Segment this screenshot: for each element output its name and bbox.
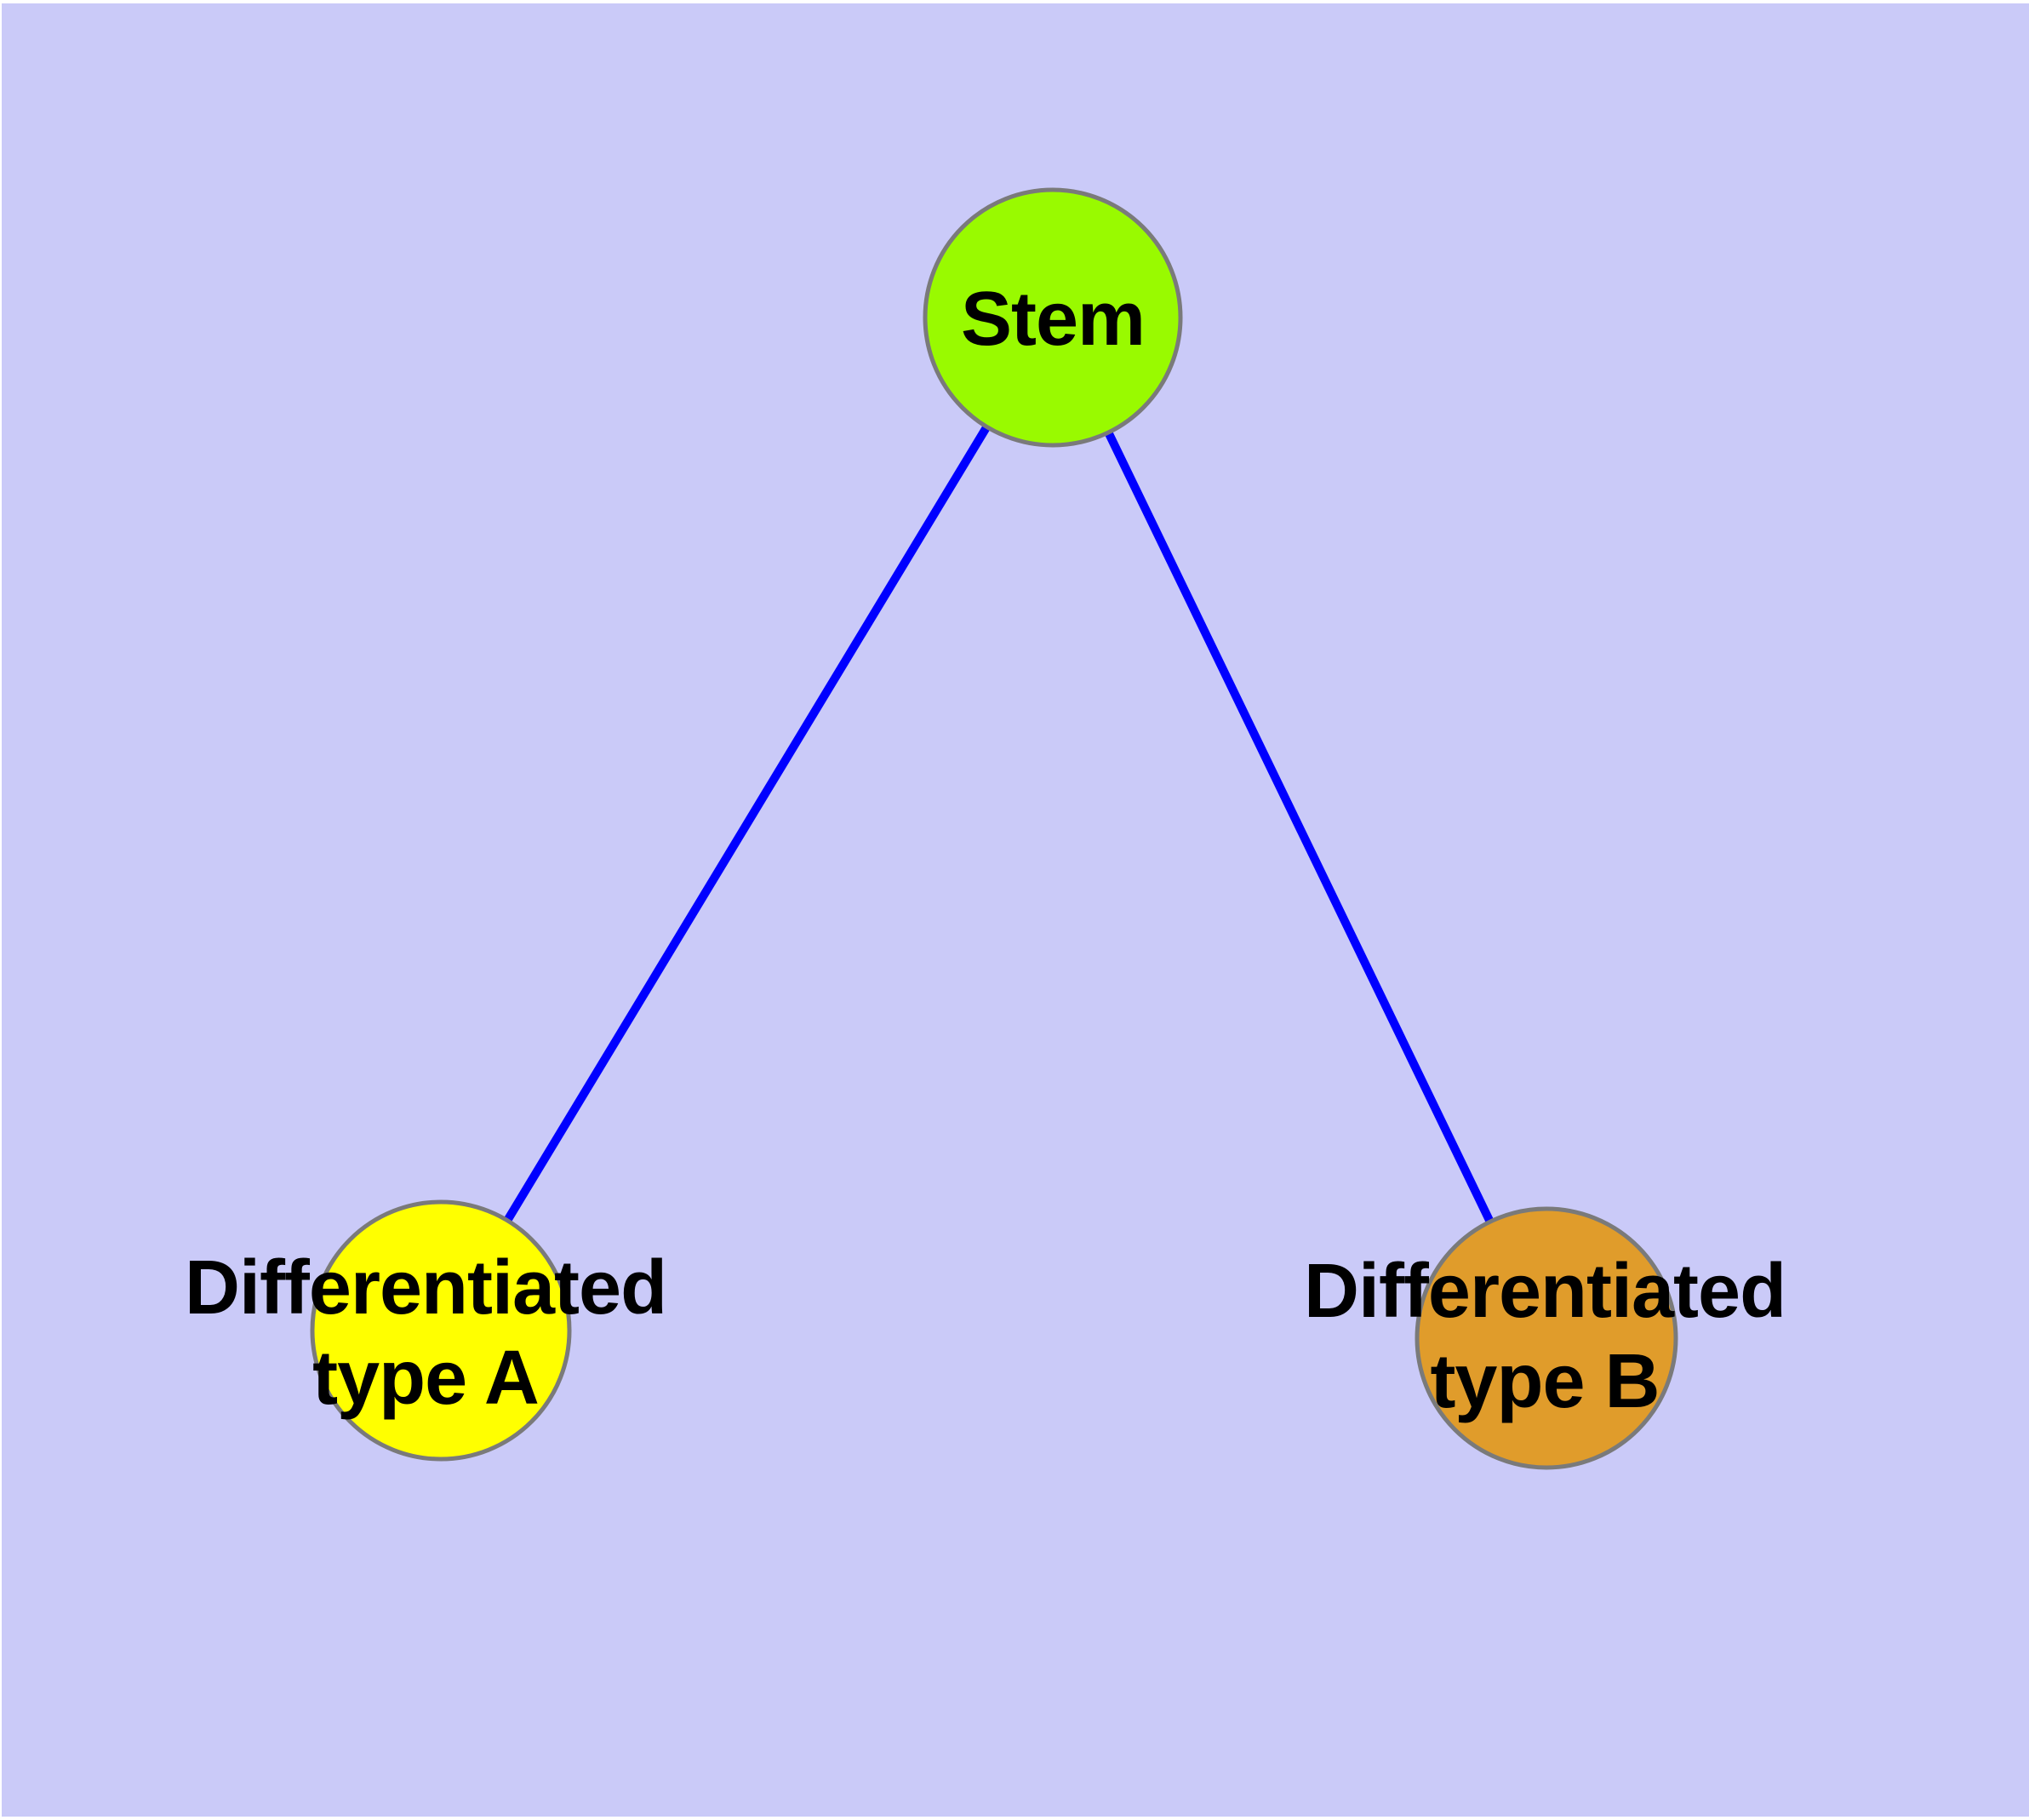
stem-node-label: Stem — [960, 277, 1146, 362]
graph-svg — [2, 3, 2029, 1817]
edge-stem-to-type-a — [437, 315, 1057, 1333]
edge-stem-to-type-b — [1049, 315, 1551, 1341]
type-a-label-line2: type A — [312, 1336, 540, 1421]
type-b-label-line2: type B — [1430, 1339, 1660, 1424]
type-b-label-line1: Differentiated — [1303, 1249, 1786, 1334]
differentiated-type-a-node-label: Differentiated type A — [184, 1243, 667, 1423]
type-a-label-line1: Differentiated — [184, 1245, 667, 1331]
differentiated-type-a-node — [310, 1199, 572, 1462]
differentiated-type-b-node — [1415, 1206, 1678, 1470]
stem-node — [923, 187, 1183, 448]
diagram-canvas: Stem Differentiated type A Differentiate… — [2, 3, 2029, 1817]
differentiated-type-b-node-label: Differentiated type B — [1304, 1246, 1786, 1427]
